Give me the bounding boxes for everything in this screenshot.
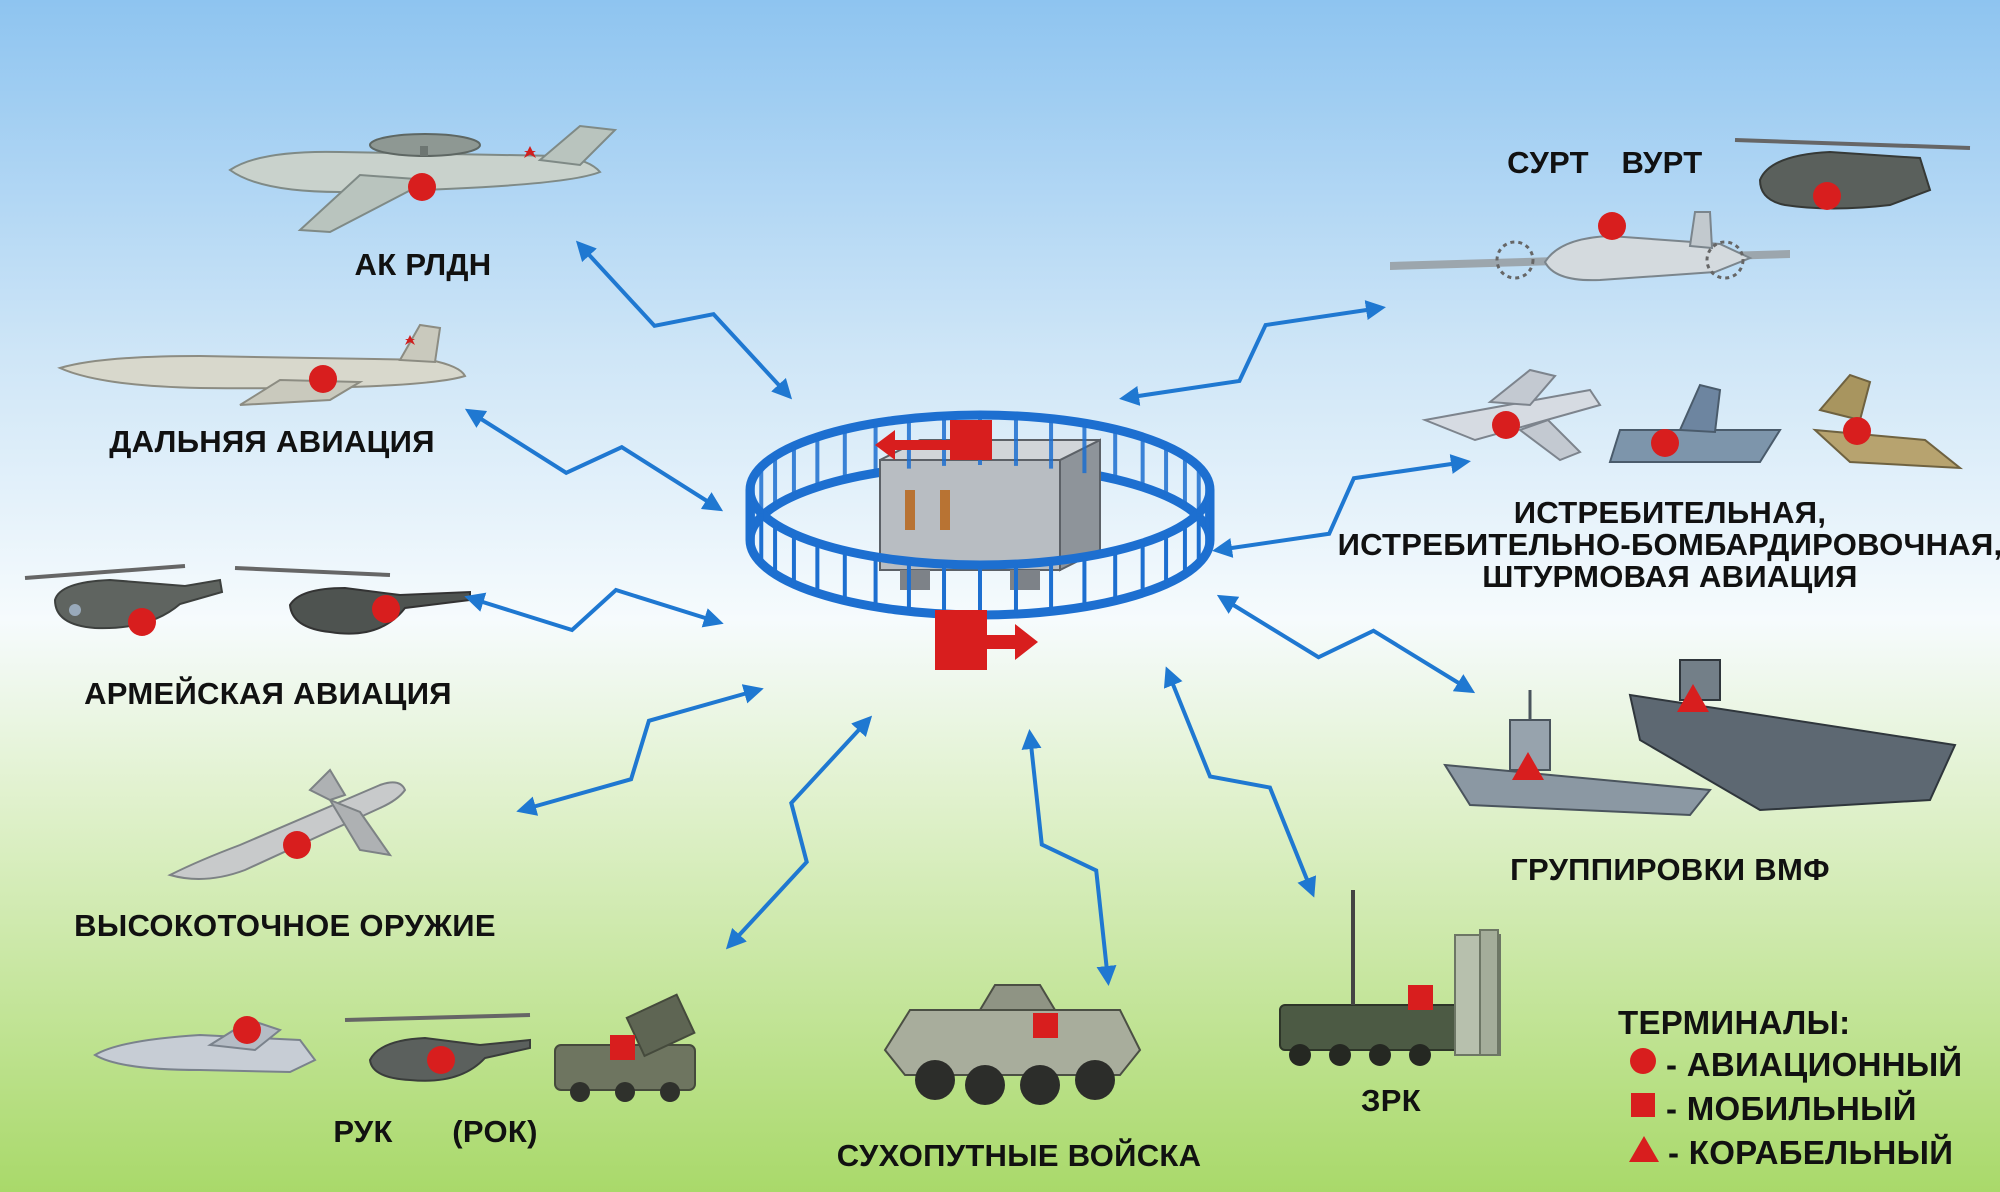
legend-title: ТЕРМИНАЛЫ:: [1618, 1004, 1851, 1041]
aviation-terminal-marker: [427, 1046, 455, 1074]
legend-mobile-label: - МОБИЛЬНЫЙ: [1666, 1089, 1917, 1127]
label-zrk: ЗРК: [1361, 1083, 1421, 1118]
label-army-aviation: АРМЕЙСКАЯ АВИАЦИЯ: [84, 676, 452, 711]
sam-launcher: [1279, 890, 1501, 1066]
label-surt: СУРТ: [1507, 145, 1589, 180]
label-navy-groups: ГРУППИРОВКИ ВМФ: [1510, 852, 1830, 887]
radio-link-arrow: [1021, 729, 1117, 986]
label-fighter-aviation-2: ИСТРЕБИТЕЛЬНО-БОМБАРДИРОВОЧНАЯ,: [1337, 527, 2000, 562]
aviation-terminal-marker: [1843, 417, 1871, 445]
mobile-terminal-marker: [1408, 985, 1433, 1010]
radio-link-arrow: [725, 715, 873, 950]
square-icon: [1628, 1090, 1658, 1128]
aviation-terminal-marker: [372, 595, 400, 623]
label-rok: (РОК): [452, 1114, 538, 1149]
aviation-terminal-marker: [1492, 411, 1520, 439]
terminal-markers: [128, 173, 1871, 1074]
navy-ships: [1443, 659, 1957, 817]
radio-link-arrow: [516, 684, 764, 816]
aviation-terminal-marker: [408, 173, 436, 201]
radio-link-arrow: [1212, 454, 1471, 558]
army-helicopters: [24, 564, 471, 635]
radio-link-arrow: [1119, 300, 1386, 406]
ruk-rok-vehicles: [93, 993, 696, 1102]
aviation-terminal-marker: [1813, 182, 1841, 210]
legend-row-aviation: - АВИАЦИОННЫЙ: [1628, 1046, 1962, 1084]
label-fighter-aviation-1: ИСТРЕБИТЕЛЬНАЯ,: [1513, 495, 1827, 530]
legend: ТЕРМИНАЛЫ: - АВИАЦИОННЫЙ - МОБИЛЬНЫЙ - К…: [1618, 1004, 1962, 1172]
legend-ship-label: - КОРАБЕЛЬНЫЙ: [1668, 1133, 1954, 1171]
armored-personnel-carrier: [883, 984, 1142, 1105]
aviation-terminal-marker: [283, 831, 311, 859]
transport-helicopter: [1734, 138, 1971, 210]
aviation-terminal-marker: [1598, 212, 1626, 240]
radio-link-arrow: [464, 408, 724, 512]
triangle-icon: [1628, 1134, 1660, 1172]
cruise-missile: [167, 768, 407, 880]
radio-link-arrow: [575, 240, 793, 400]
radio-links: [464, 240, 1476, 986]
ship-terminal-marker: [1512, 752, 1544, 780]
legend-aviation-label: - АВИАЦИОННЫЙ: [1666, 1045, 1963, 1083]
radio-link-arrow: [464, 587, 724, 633]
mobile-terminal-marker: [1033, 1013, 1058, 1038]
central-hub: [745, 410, 1215, 670]
mobile-terminal-marker: [610, 1035, 635, 1060]
bomber-aircraft: [57, 323, 467, 406]
radio-link-arrow: [1216, 594, 1476, 694]
aviation-terminal-marker: [1651, 429, 1679, 457]
label-ak-rldn: АК РЛДН: [354, 247, 492, 282]
label-fighter-aviation-3: ШТУРМОВАЯ АВИАЦИЯ: [1482, 559, 1858, 594]
circle-icon: [1628, 1046, 1658, 1084]
fighter-jets: [1421, 368, 1964, 470]
ship-terminal-marker: [1677, 684, 1709, 712]
radio-link-arrow: [1163, 666, 1317, 898]
aviation-terminal-marker: [128, 608, 156, 636]
patrol-aircraft: [1390, 211, 1790, 282]
legend-row-mobile: - МОБИЛЬНЫЙ: [1628, 1090, 1962, 1128]
label-ruk: РУК: [333, 1114, 393, 1149]
label-ground-forces: СУХОПУТНЫЕ ВОЙСКА: [836, 1138, 1202, 1173]
aviation-terminal-marker: [233, 1016, 261, 1044]
legend-row-ship: - КОРАБЕЛЬНЫЙ: [1628, 1134, 1962, 1172]
label-vurt: ВУРТ: [1621, 145, 1703, 180]
aviation-terminal-marker: [309, 365, 337, 393]
awacs-aircraft: [228, 124, 618, 234]
label-precision-weapons: ВЫСОКОТОЧНОЕ ОРУЖИЕ: [74, 908, 496, 943]
label-long-range-aviation: ДАЛЬНЯЯ АВИАЦИЯ: [109, 424, 435, 459]
